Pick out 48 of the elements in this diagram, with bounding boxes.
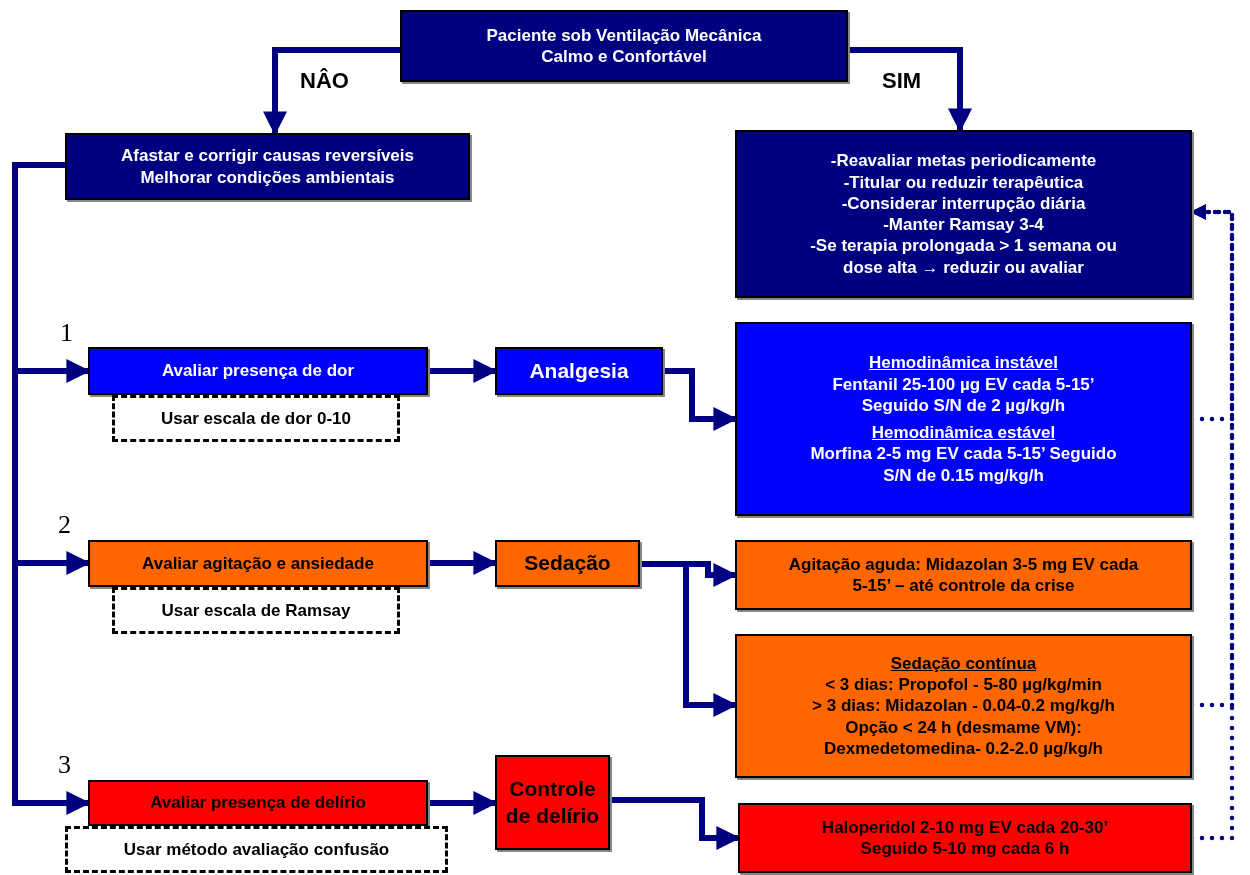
box-text: > 3 dias: Midazolan - 0.04-0.2 mg/kg/h [812,695,1115,717]
note-box [112,587,400,634]
box-text: Usar escala de Ramsay [161,599,351,622]
box-text: Usar método avaliação confusão [123,838,390,861]
step-number: 3 [58,750,71,780]
box-text: Morfina 2-5 mg EV cada 5-15’ Seguido S/N de 0.15 mg/kg/h [809,443,1118,486]
process-box [65,133,470,200]
box-text: -Considerar interrupção diária [841,192,1086,214]
note-box [112,395,400,442]
process-box [735,540,1192,610]
process-box [88,347,428,395]
arrow [263,47,400,136]
process-box [495,755,610,850]
box-text: -Se terapia prolongada > 1 semana ou dose alta → reduzir ou avaliar [809,235,1118,278]
box-text: Analgesia [529,357,629,384]
arrow [848,47,972,133]
arrow [640,561,738,717]
process-box [738,803,1192,873]
box-text: < 3 dias: Propofol - 5-80 µg/kg/min [825,674,1102,696]
box-text: -Reavaliar metas periodicamente [830,150,1097,172]
process-box [735,634,1192,778]
section-heading: Sedação contínua [890,652,1037,675]
note-box [65,826,448,873]
step-number: 1 [60,318,73,348]
box-text: Paciente sob Ventilação Mecânica Calmo e Confortável [485,24,763,68]
box-text: Controle de delírio [504,776,601,829]
box-text: Avaliar presença de dor [161,360,355,382]
box-text: Avaliar agitação e ansiedade [142,552,374,575]
box-text: -Titular ou reduzir terapêutica [843,171,1084,193]
process-box [495,347,663,395]
box-text: Avaliar presença de delírio [150,792,366,814]
process-box [400,10,848,82]
section-heading: Hemodinâmica instável [869,352,1058,374]
box-text: Sedação [524,550,611,577]
box-text: Usar escala de dor 0-10 [161,407,351,430]
process-box [495,540,640,587]
section-heading: Hemodinâmica estável [871,422,1056,444]
box-text: Agitação aguda: Midazolan 3-5 mg EV cada 5-15’ – até controle da crise [788,553,1139,597]
process-box [88,540,428,587]
process-box [88,780,428,826]
step-number: 2 [58,510,71,540]
box-text: Haloperidol 2-10 mg EV cada 20-30’ Seguido 5-10 mg cada 6 h [820,816,1110,860]
box-text: -Manter Ramsay 3-4 [883,214,1044,236]
box-text: Opção < 24 h (desmame VM): Dexmedetomedina- 0.2-2.0 µg/kg/h [822,716,1104,760]
process-box [735,322,1192,516]
box-text: Afastar e corrigir causas reversíveis Melhorar condições ambientais [120,145,415,188]
process-box [735,130,1192,298]
box-text: Fentanil 25-100 µg EV cada 5-15’ Seguido S/N de 2 µg/kg/h [831,373,1096,416]
